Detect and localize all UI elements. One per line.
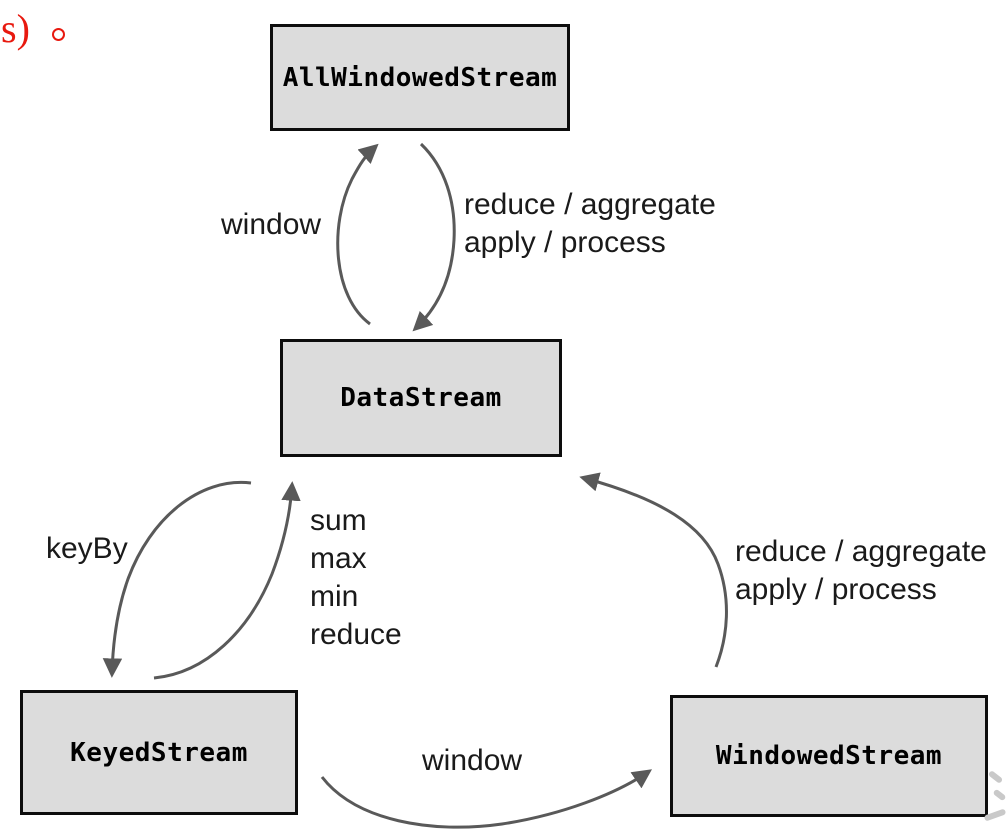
- node-label: WindowedStream: [715, 741, 943, 771]
- edge-label-line: min: [310, 580, 359, 613]
- edge-label-window-up: window: [221, 208, 322, 241]
- node-windowed-stream: WindowedStream: [670, 695, 988, 817]
- edge-label-line: sum: [310, 504, 367, 537]
- edge-label-reduce-right: reduce / aggregate apply / process: [735, 533, 987, 609]
- edge-label-aggregations: sum max min reduce: [310, 502, 402, 654]
- cjk-period-icon: [51, 28, 65, 41]
- edge-label-line: apply / process: [464, 226, 666, 259]
- edge-window-up: [336, 143, 379, 326]
- watermark-stroke: [983, 808, 1006, 822]
- node-all-windowed-stream: AllWindowedStream: [270, 24, 570, 131]
- edge-label-line: reduce / aggregate: [464, 188, 716, 221]
- edge-reduce-up-right: [579, 472, 728, 668]
- node-data-stream: DataStream: [280, 339, 562, 457]
- watermark-stroke: [987, 770, 1004, 784]
- node-label: AllWindowedStream: [282, 62, 558, 93]
- edge-label-line: max: [310, 542, 367, 575]
- fragment-text: s): [1, 6, 30, 51]
- node-label: DataStream: [340, 383, 502, 413]
- edge-keyby-down: [102, 480, 252, 678]
- edge-agg-up: [153, 481, 301, 680]
- edge-reduce-down: [412, 142, 456, 332]
- edge-label-line: apply / process: [735, 573, 937, 606]
- node-label: KeyedStream: [70, 737, 248, 768]
- edge-label-line: reduce / aggregate: [735, 535, 987, 568]
- edge-label-reduce-down: reduce / aggregate apply / process: [464, 186, 716, 262]
- edge-window-bottom: [320, 769, 653, 829]
- watermark-stroke: [992, 788, 1006, 802]
- edge-label-keyby: keyBy: [46, 532, 128, 565]
- edge-label-window-bottom: window: [422, 744, 523, 777]
- cropped-text-fragment: s): [1, 6, 65, 52]
- edge-label-line: reduce: [310, 618, 402, 651]
- node-keyed-stream: KeyedStream: [20, 690, 298, 815]
- watermark-glyph: [980, 768, 1006, 835]
